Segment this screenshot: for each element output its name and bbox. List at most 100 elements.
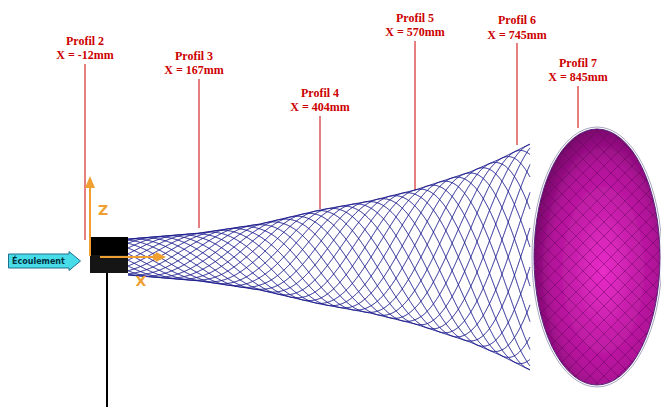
- grid-line: [383, 57, 661, 407]
- grid-line: [257, 57, 657, 407]
- grid-line: [509, 57, 661, 407]
- mesh-line: [128, 185, 530, 366]
- grid-line: [453, 57, 661, 407]
- profile-position: X = -12mm: [56, 48, 114, 62]
- mesh-line: [128, 177, 530, 322]
- mesh-line: [128, 192, 530, 337]
- mesh-line: [128, 157, 530, 319]
- mesh-line: [128, 196, 530, 358]
- mesh-line: [128, 144, 530, 324]
- leader-lines: [85, 41, 578, 240]
- mesh-line: [128, 165, 530, 333]
- profile-position: X = 570mm: [385, 25, 445, 39]
- axis-label: Z: [98, 203, 108, 217]
- grid-line: [313, 57, 661, 407]
- grid-line: [341, 57, 661, 407]
- profile-name: Profil 3: [175, 49, 213, 63]
- grid-line: [257, 57, 657, 407]
- profile-name: Profil 4: [301, 86, 339, 100]
- grid-line: [369, 57, 661, 407]
- grid-line: [537, 57, 661, 407]
- grid-line: [453, 57, 661, 407]
- mesh-line: [128, 192, 530, 337]
- grid-line: [565, 57, 661, 407]
- mesh-line: [128, 173, 530, 310]
- grid-line: [215, 57, 615, 407]
- mesh-line: [128, 157, 530, 319]
- mesh-line: [128, 177, 530, 322]
- mesh-line: [128, 173, 530, 310]
- grid-line: [397, 57, 661, 407]
- support-pole: [106, 272, 108, 407]
- mesh-line: [128, 189, 530, 369]
- profile-name: Profil 6: [498, 13, 536, 27]
- grid-line: [467, 57, 661, 407]
- grid-line: [509, 57, 661, 407]
- grid-line: [579, 57, 661, 407]
- wire-mesh: [128, 144, 530, 370]
- profile-name: Profil 7: [559, 56, 597, 70]
- grid-line: [327, 57, 661, 407]
- grid-line: [271, 57, 661, 407]
- profile-name: Profil 2: [66, 34, 104, 48]
- flow-label: Écoulement: [12, 257, 65, 266]
- grid-line: [551, 57, 661, 407]
- grid-line: [243, 57, 643, 407]
- axis-label: X: [136, 274, 147, 288]
- grid-line: [271, 57, 661, 407]
- grid-line: [523, 57, 661, 407]
- grid-line: [229, 57, 629, 407]
- grid-line: [299, 57, 661, 407]
- grid-line: [551, 57, 661, 407]
- grid-line: [495, 57, 661, 407]
- grid-line: [579, 57, 661, 407]
- profile-position: X = 845mm: [548, 70, 608, 84]
- grid-line: [355, 57, 661, 407]
- mesh-line: [128, 196, 530, 358]
- mesh-line: [128, 189, 530, 369]
- grid-line: [285, 57, 661, 407]
- mesh-line: [128, 168, 530, 313]
- grid-line: [229, 57, 629, 407]
- grid-line: [243, 57, 643, 407]
- grid-line: [201, 57, 601, 407]
- grid-line: [411, 57, 661, 407]
- grid-line: [383, 57, 661, 407]
- grid-line: [481, 57, 661, 407]
- mesh-line: [128, 144, 530, 239]
- grid-line: [467, 57, 661, 407]
- profile-position: X = 404mm: [290, 100, 350, 114]
- mesh-line: [128, 181, 530, 349]
- grid-line: [355, 57, 661, 407]
- grid-line: [481, 57, 661, 407]
- flow-arrow: Écoulement: [8, 251, 81, 271]
- grid-line: [593, 57, 661, 407]
- axes: [85, 176, 166, 262]
- grid-line: [313, 57, 661, 407]
- mesh-line: [128, 165, 530, 333]
- mesh-line: [128, 204, 530, 341]
- mesh-line: [128, 162, 530, 315]
- grid-line: [299, 57, 661, 407]
- grid-line: [201, 57, 601, 407]
- mesh-line: [128, 204, 530, 341]
- grid-line: [369, 57, 661, 407]
- grid-line: [397, 57, 661, 407]
- sphere-rim: [532, 127, 661, 387]
- grid-line: [285, 57, 661, 407]
- profile-position: X = 745mm: [487, 28, 547, 42]
- mesh-line: [128, 181, 530, 349]
- grid-line: [327, 57, 661, 407]
- body: [90, 237, 128, 255]
- mesh-line: [128, 275, 530, 370]
- grid-line: [495, 57, 661, 407]
- grid-line: [215, 57, 615, 407]
- grid-line: [523, 57, 661, 407]
- grid-line: [537, 57, 661, 407]
- sphere-grid: [201, 57, 661, 407]
- grid-line: [565, 57, 661, 407]
- profile-name: Profil 5: [396, 11, 434, 25]
- profile-position: X = 167mm: [164, 63, 224, 77]
- grid-line: [341, 57, 661, 407]
